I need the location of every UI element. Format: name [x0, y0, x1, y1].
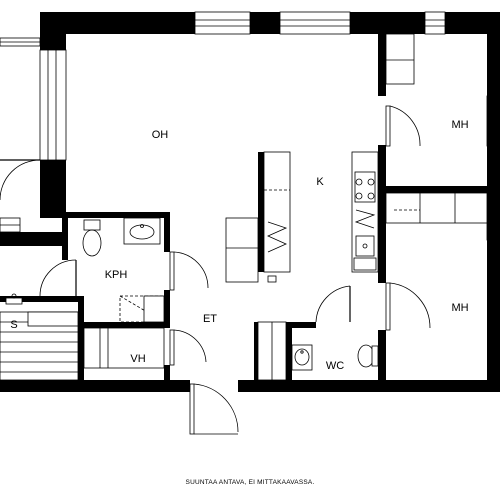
room-label-bedroom-1: MH: [451, 119, 468, 131]
room-label-bathroom: KPH: [105, 269, 128, 281]
fixtures: [0, 33, 488, 381]
footer-note: SUUNTAA ANTAVA, EI MITTAKAAVASSA.: [186, 479, 315, 486]
room-label-bedroom-2: MH: [451, 302, 468, 314]
room-label-sauna: S: [10, 319, 17, 331]
room-label-closet: VH: [130, 353, 145, 365]
room-label-living: OH: [152, 129, 169, 141]
room-labels: OH K MH MH KPH S ET VH WC: [10, 119, 468, 372]
doors: [0, 105, 431, 435]
room-label-hall: ET: [203, 313, 217, 325]
room-label-toilet: WC: [326, 360, 344, 372]
walls: [0, 12, 500, 392]
room-label-kitchen: K: [316, 176, 324, 188]
windows: [0, 11, 500, 241]
